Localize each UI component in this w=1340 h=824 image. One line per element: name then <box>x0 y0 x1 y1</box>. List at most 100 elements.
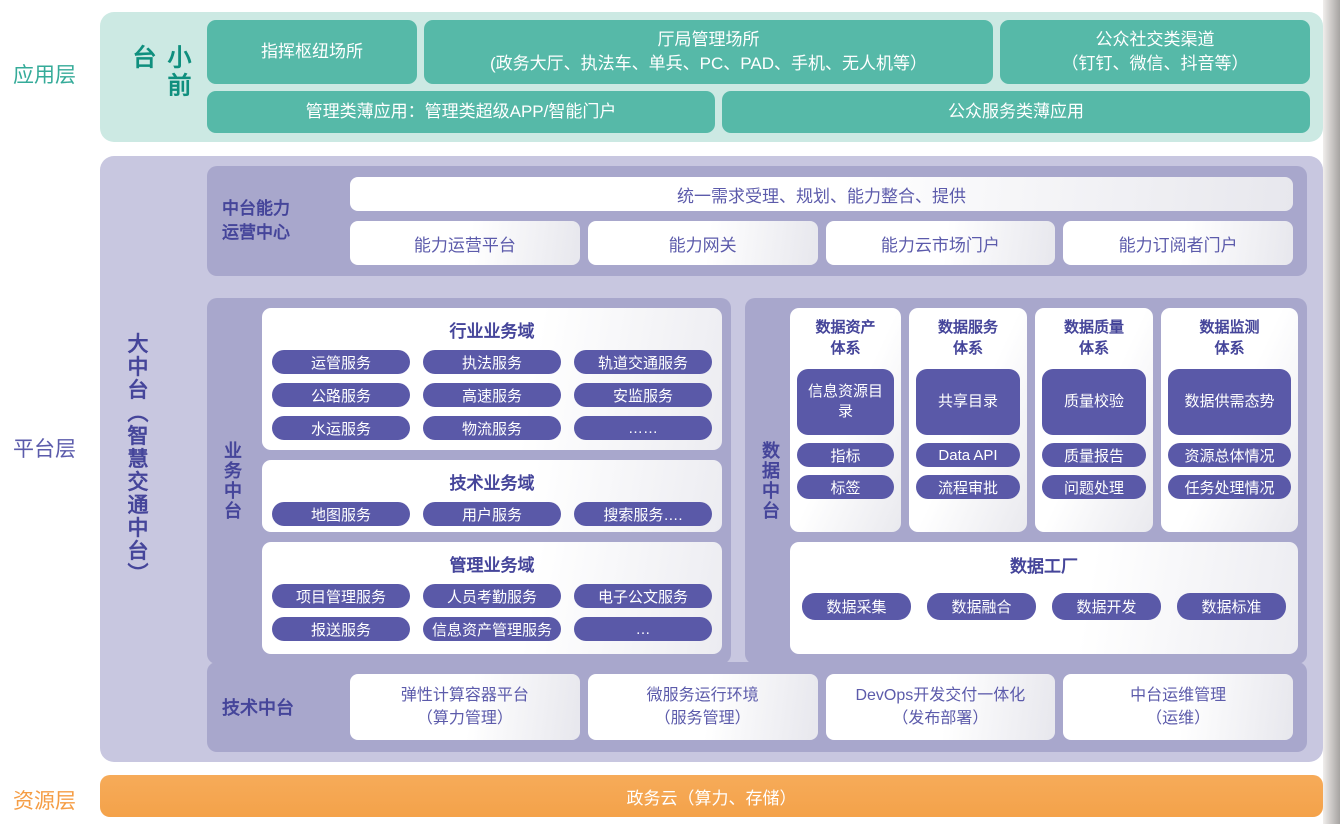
indicator-pill: 指标 <box>797 443 894 467</box>
column-title-line: 体系 <box>952 340 983 357</box>
tech-box-line2: （运维） <box>1146 710 1211 727</box>
process-approval-pill: 流程审批 <box>916 475 1020 499</box>
business-domain-cards: 行业业务域 运管服务 执法服务 轨道交通服务 公路服务 高速服务 安监服务 水运… <box>262 308 722 654</box>
tag-pill: 标签 <box>797 475 894 499</box>
data-factory-card: 数据工厂 数据采集 数据融合 数据开发 数据标准 <box>790 542 1298 654</box>
column-title-line: 体系 <box>830 340 861 357</box>
service-pill: 人员考勤服务 <box>423 584 561 608</box>
capability-box-row: 能力运营平台 能力网关 能力云市场门户 能力订阅者门户 <box>350 221 1293 265</box>
column-title-line: 体系 <box>1078 340 1109 357</box>
management-thin-app-text: 管理类薄应用：管理类超级APP/智能门户 <box>305 102 617 122</box>
application-layer-label: 应用层 <box>13 64 76 87</box>
capability-gateway-box: 能力网关 <box>587 221 818 265</box>
tech-middle-block: 技术中台 弹性计算容器平台 （算力管理） 微服务运行环境 （服务管理） DevO… <box>207 662 1307 752</box>
unified-demand-banner: 统一需求受理、规划、能力整合、提供 <box>350 177 1293 211</box>
data-api-pill: Data API <box>916 443 1020 467</box>
data-development-pill: 数据开发 <box>1052 593 1161 620</box>
service-pill: 物流服务 <box>423 416 561 440</box>
business-middle-block: 业务中台 行业业务域 运管服务 执法服务 轨道交通服务 公路服务 高速服务 安监… <box>207 298 731 664</box>
capability-cloud-market-portal-box: 能力云市场门户 <box>825 221 1056 265</box>
service-pill: 高速服务 <box>423 383 561 407</box>
middle-platform-middle-row: 业务中台 行业业务域 运管服务 执法服务 轨道交通服务 公路服务 高速服务 安监… <box>207 298 1307 664</box>
business-middle-group-label: 业务中台 <box>222 441 242 521</box>
service-pill: 执法服务 <box>423 350 561 374</box>
issue-handling-pill: 问题处理 <box>1042 475 1146 499</box>
column-title-line: 体系 <box>1214 340 1245 357</box>
service-pill: 运管服务 <box>272 350 410 374</box>
resource-overview-pill: 资源总体情况 <box>1168 443 1291 467</box>
service-pill: 项目管理服务 <box>272 584 410 608</box>
social-channel-detail: （钉钉、微信、抖音等） <box>1061 54 1249 73</box>
social-channel-title: 公众社交类渠道 <box>1095 30 1215 50</box>
service-pill: 搜索服务…. <box>574 502 712 526</box>
data-quality-system-column: 数据质量 体系 质量校验 质量报告 问题处理 <box>1035 308 1153 532</box>
tech-box-line1: DevOps开发交付一体化 <box>855 686 1026 704</box>
data-monitor-system-title: 数据监测 体系 <box>1168 317 1291 359</box>
data-fusion-pill: 数据融合 <box>927 593 1036 620</box>
front-stage-container: 小前台 指挥枢纽场所 厅局管理场所 (政务大厅、执法车、单兵、PC、PAD、手机… <box>100 12 1323 142</box>
quality-report-pill: 质量报告 <box>1042 443 1146 467</box>
management-domain-title: 管理业务域 <box>449 556 535 575</box>
tech-middle-boxes: 弹性计算容器平台 （算力管理） 微服务运行环境 （服务管理） DevOps开发交… <box>350 674 1307 740</box>
data-middle-content: 数据资产 体系 信息资源目录 指标 标签 数据服务 体系 <box>790 308 1298 654</box>
tech-middle-group-label: 技术中台 <box>222 698 294 718</box>
service-pill: 信息资产管理服务 <box>423 617 561 641</box>
middle-platform-group-label: 大中台（智慧交通中台） <box>125 332 148 586</box>
bureau-scene-title: 厅局管理场所 <box>657 30 760 50</box>
government-cloud-bar: 政务云（算力、存储） <box>100 775 1323 817</box>
technology-domain-card: 技术业务域 地图服务 用户服务 搜索服务…. <box>262 460 722 532</box>
management-domain-card: 管理业务域 项目管理服务 人员考勤服务 电子公文服务 报送服务 信息资产管理服务… <box>262 542 722 654</box>
technology-service-pills: 地图服务 用户服务 搜索服务…. <box>272 502 712 526</box>
data-system-columns: 数据资产 体系 信息资源目录 指标 标签 数据服务 体系 <box>790 308 1298 532</box>
technology-domain-title: 技术业务域 <box>449 474 535 493</box>
management-thin-app-box: 管理类薄应用：管理类超级APP/智能门户 <box>207 91 715 133</box>
capability-operation-center-block: 中台能力 运营中心 统一需求受理、规划、能力整合、提供 能力运营平台 能力网关 … <box>207 166 1307 276</box>
capability-center-label-line1: 中台能力 <box>222 199 290 219</box>
service-pill: 轨道交通服务 <box>574 350 712 374</box>
service-pill: 电子公文服务 <box>574 584 712 608</box>
task-status-pill: 任务处理情况 <box>1168 475 1291 499</box>
service-pill-ellipsis: …… <box>574 416 712 440</box>
platform-ops-management-box: 中台运维管理 （运维） <box>1063 674 1293 740</box>
thin-app-row: 管理类薄应用：管理类超级APP/智能门户 公众服务类薄应用 <box>207 91 1310 133</box>
industry-domain-title: 行业业务域 <box>449 322 535 341</box>
data-standard-pill: 数据标准 <box>1177 593 1286 620</box>
resource-layer-label: 资源层 <box>13 790 76 813</box>
data-asset-system-title: 数据资产 体系 <box>797 317 894 359</box>
middle-platform-container: 大中台（智慧交通中台） 中台能力 运营中心 统一需求受理、规划、能力整合、提供 … <box>100 156 1323 762</box>
industry-service-pills: 运管服务 执法服务 轨道交通服务 公路服务 高速服务 安监服务 水运服务 物流服… <box>272 350 712 440</box>
capability-center-label: 中台能力 运营中心 <box>207 166 350 276</box>
service-pill: 公路服务 <box>272 383 410 407</box>
front-stage-group-label: 小前台 <box>128 44 190 101</box>
command-hub-scene-text: 指挥枢纽场所 <box>261 42 363 62</box>
tech-box-line1: 微服务运行环境 <box>646 686 759 704</box>
tech-box-line1: 中台运维管理 <box>1130 686 1227 704</box>
middle-platform-content: 中台能力 运营中心 统一需求受理、规划、能力整合、提供 能力运营平台 能力网关 … <box>207 166 1307 752</box>
tech-box-line1: 弹性计算容器平台 <box>400 686 529 704</box>
data-middle-group-label: 数据中台 <box>760 441 780 521</box>
service-pill: 地图服务 <box>272 502 410 526</box>
shared-catalog-pill: 共享目录 <box>916 369 1020 435</box>
data-supply-demand-pill: 数据供需态势 <box>1168 369 1291 435</box>
data-collection-pill: 数据采集 <box>802 593 911 620</box>
data-service-system-title: 数据服务 体系 <box>916 317 1020 359</box>
info-resource-catalog-pill: 信息资源目录 <box>797 369 894 435</box>
column-title-line: 数据监测 <box>1199 319 1260 336</box>
page-edge-shade <box>1323 0 1340 824</box>
column-title-line: 数据服务 <box>937 319 998 336</box>
service-pill: 用户服务 <box>423 502 561 526</box>
industry-domain-card: 行业业务域 运管服务 执法服务 轨道交通服务 公路服务 高速服务 安监服务 水运… <box>262 308 722 450</box>
tech-box-line2: （发布部署） <box>892 710 989 727</box>
tech-box-line2: （算力管理） <box>416 710 513 727</box>
platform-layer-label: 平台层 <box>13 438 76 461</box>
service-pill: 安监服务 <box>574 383 712 407</box>
tech-box-line2: （服务管理） <box>654 710 751 727</box>
scene-box-row: 指挥枢纽场所 厅局管理场所 (政务大厅、执法车、单兵、PC、PAD、手机、无人机… <box>207 20 1310 84</box>
elastic-compute-container-box: 弹性计算容器平台 （算力管理） <box>350 674 580 740</box>
capability-operation-platform-box: 能力运营平台 <box>350 221 580 265</box>
column-title-line: 数据资产 <box>815 319 876 336</box>
data-service-system-column: 数据服务 体系 共享目录 Data API 流程审批 <box>909 308 1027 532</box>
capability-center-content: 统一需求受理、规划、能力整合、提供 能力运营平台 能力网关 能力云市场门户 能力… <box>350 166 1307 276</box>
bureau-management-scene-box: 厅局管理场所 (政务大厅、执法车、单兵、PC、PAD、手机、无人机等） <box>424 20 993 84</box>
